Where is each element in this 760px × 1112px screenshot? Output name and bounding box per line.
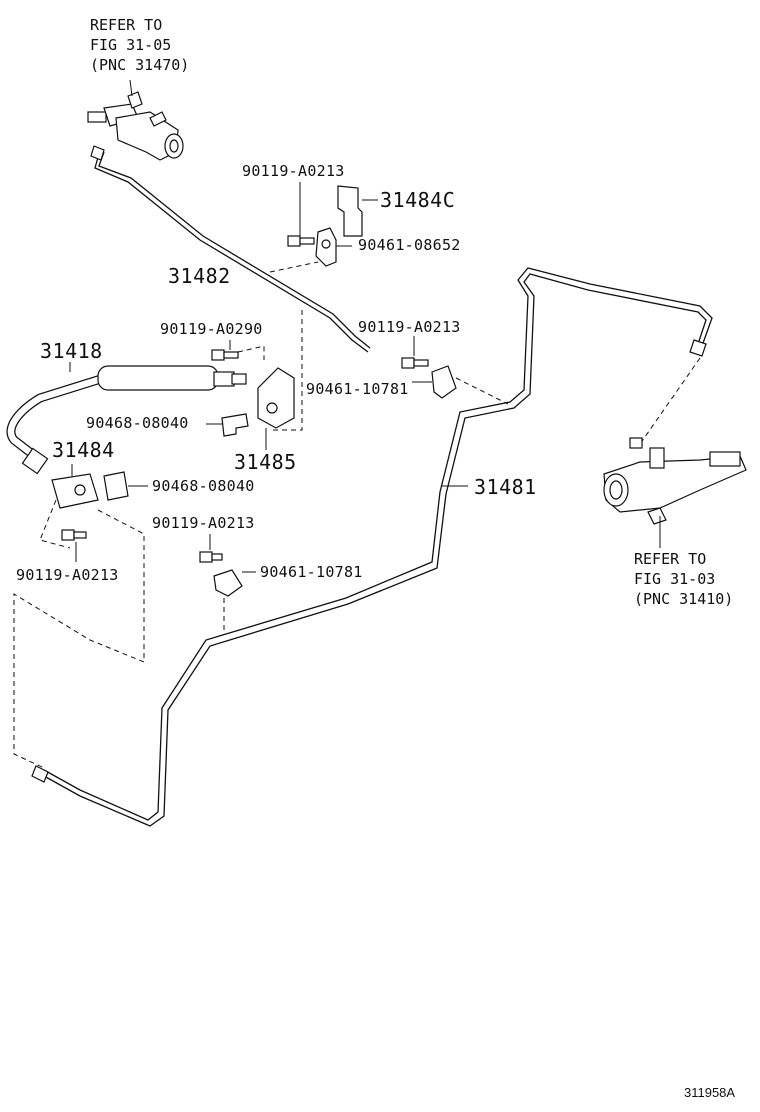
label-31482: 31482 [168, 264, 231, 288]
clip-90468-08040-top [206, 413, 249, 437]
label-31481: 31481 [474, 475, 537, 499]
ref-top-line3: (PNC 31470) [90, 56, 190, 74]
label-31484: 31484 [52, 438, 115, 462]
ref-right-line3: (PNC 31410) [634, 590, 734, 608]
ref-right-line2: FIG 31-03 [634, 570, 716, 588]
label-90468-08040-top: 90468-08040 [86, 414, 189, 432]
clip-90461-08652 [315, 227, 352, 267]
label-90119-a0213-mid: 90119-A0213 [358, 318, 461, 336]
label-90119-a0213-left: 90119-A0213 [16, 566, 119, 584]
bracket-31485 [257, 367, 295, 450]
clutch-hose-31418 [6, 362, 247, 475]
clip-90468-08040-bottom [103, 471, 148, 501]
bracket-31484 [51, 464, 99, 509]
label-90119-a0213-lower: 90119-A0213 [152, 514, 255, 532]
bolt-90119-a0213-left [61, 529, 87, 562]
bolt-90119-a0290 [211, 340, 239, 361]
label-90119-a0290: 90119-A0290 [160, 320, 263, 338]
bolt-90119-a0213-lower [199, 534, 223, 563]
label-31484c: 31484C [380, 188, 456, 212]
bolt-90119-a0213-top [287, 182, 315, 247]
label-90461-10781-lower: 90461-10781 [260, 563, 363, 581]
label-31418: 31418 [40, 339, 103, 363]
bolt-90119-a0213-mid [401, 336, 429, 369]
clip-90461-10781-mid [412, 365, 457, 399]
clutch-release-cylinder [87, 79, 184, 161]
clutch-pipe-31482 [90, 145, 371, 353]
illustration-id: 311958A [684, 1085, 736, 1100]
ref-right-line1: REFER TO [634, 550, 707, 568]
clutch-master-cylinder [603, 437, 747, 548]
label-90468-08040-bottom: 90468-08040 [152, 477, 255, 495]
label-90119-a0213-top: 90119-A0213 [242, 162, 345, 180]
ref-top-line1: REFER TO [90, 16, 163, 34]
clutch-pipe-31481 [31, 267, 713, 827]
bracket-31484c [337, 185, 378, 237]
label-31485: 31485 [234, 450, 297, 474]
ref-top-line2: FIG 31-05 [90, 36, 172, 54]
label-90461-08652: 90461-08652 [358, 236, 461, 254]
clip-90461-10781-lower [213, 569, 256, 597]
label-90461-10781-mid: 90461-10781 [306, 380, 409, 398]
